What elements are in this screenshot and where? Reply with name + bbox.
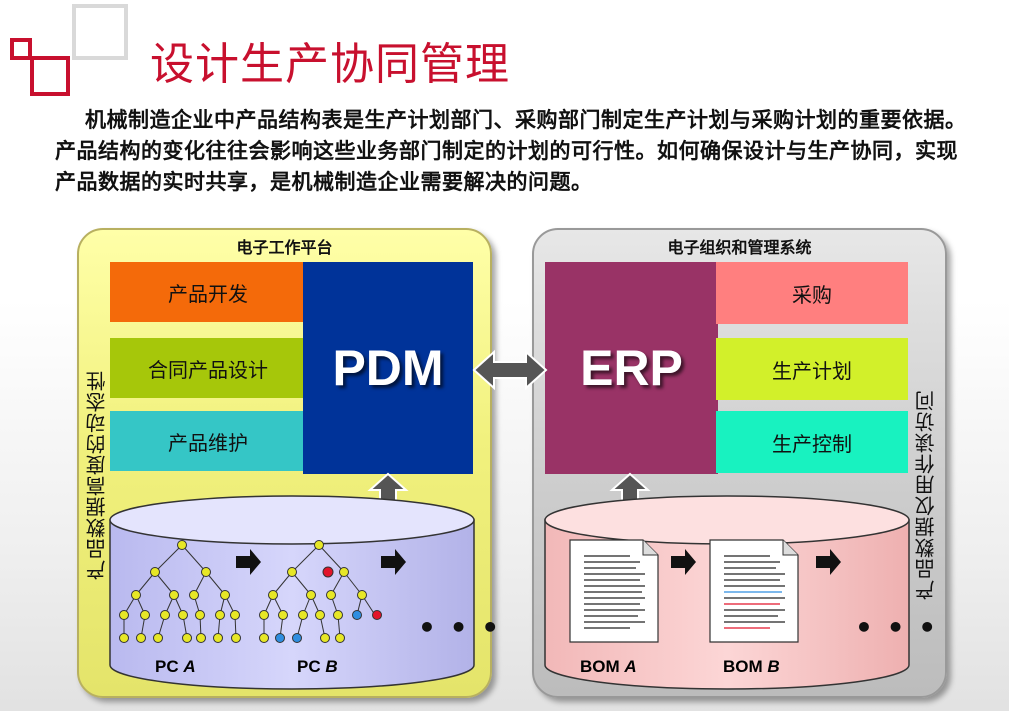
label-pc-a: PC A	[155, 657, 196, 677]
right-ellipsis: • • •	[855, 611, 939, 644]
right-side-label: 产品数据仅用作读访问	[914, 390, 938, 600]
left-ellipsis: • • •	[418, 611, 502, 644]
right-item-production-plan: 生产计划	[716, 338, 908, 400]
left-item-product-dev: 产品开发	[110, 262, 306, 322]
left-item-product-maint: 产品维护	[110, 411, 306, 471]
intro-paragraph: 机械制造企业中产品结构表是生产计划部门、采购部门制定生产计划与采购计划的重要依据…	[55, 107, 967, 194]
logo-square-gray	[72, 4, 128, 60]
label-bom-b-prefix: BOM	[723, 657, 763, 676]
logo-square-red-small	[10, 38, 32, 60]
pdm-block: PDM	[303, 262, 473, 474]
label-bom-b-var: B	[767, 657, 780, 676]
right-item-production-control: 生产控制	[716, 411, 908, 473]
label-pc-a-var: A	[183, 657, 196, 676]
right-item-purchase: 采购	[716, 262, 908, 324]
label-bom-a: BOM A	[580, 657, 637, 677]
label-pc-b-var: B	[325, 657, 338, 676]
right-panel-title: 电子组织和管理系统	[667, 238, 812, 257]
label-bom-a-var: A	[624, 657, 637, 676]
left-panel-title: 电子工作平台	[236, 238, 333, 257]
label-pc-b: PC B	[297, 657, 338, 677]
label-pc-a-prefix: PC	[155, 657, 179, 676]
label-bom-b: BOM B	[723, 657, 780, 677]
left-item-contract-design: 合同产品设计	[110, 338, 306, 398]
label-bom-a-prefix: BOM	[580, 657, 620, 676]
logo-square-red-large	[30, 56, 70, 96]
left-side-label: 产品数据高度的动态性	[85, 370, 109, 580]
page-title: 设计生产协同管理	[150, 39, 510, 90]
erp-block: ERP	[545, 262, 718, 474]
label-pc-b-prefix: PC	[297, 657, 321, 676]
